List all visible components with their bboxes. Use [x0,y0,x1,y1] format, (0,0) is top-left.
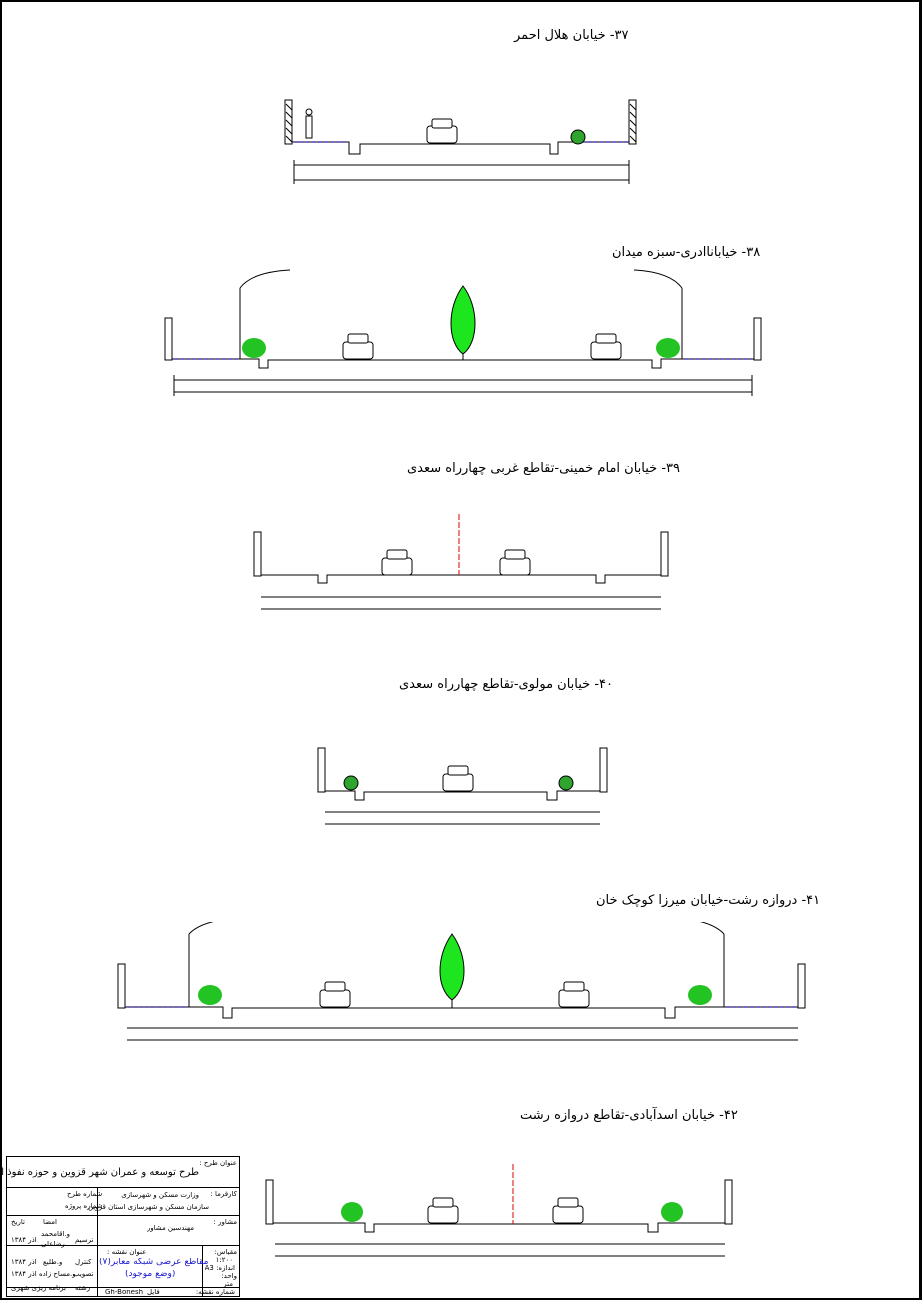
unit-label: واحد: [221,1273,237,1280]
section-41-drawing [117,922,806,1041]
pedestrian-icon [305,108,313,139]
car-icon [590,333,622,360]
cell-names: و.آقامحمد [41,1231,71,1238]
section-39-drawing [253,514,669,610]
car-icon [558,981,590,1008]
client-2: سازمان مسکن و شهرسازی استان قزوین [88,1204,209,1211]
project-title: طرح توسعه و عمران شهر قزوین و حوزه نفوذ … [0,1167,199,1178]
scale-value: ۱:۲۰۰ [215,1257,233,1264]
shrub-icon [661,1202,683,1222]
tree-icon [450,285,476,360]
scale-label: مقیاس: [214,1249,237,1256]
section-40-drawing [317,747,608,825]
cell-control: کنترل [75,1259,92,1266]
dimension-line [293,160,630,184]
cell-sign: امضا [43,1219,57,1226]
dimension-line [275,1243,725,1257]
dimension-line [173,375,753,396]
dimension-line [261,596,661,610]
sheet-no-label: شماره نقشه: [195,1289,235,1296]
sheet-title-label: عنوان نقشه : [107,1249,147,1256]
cell-draw: ترسیم [75,1237,94,1244]
car-icon [319,981,351,1008]
shrub-icon [343,775,359,791]
title-block: عنوان طرح : طرح توسعه و عمران شهر قزوین … [0,1156,240,1297]
cell-approve: تصویب [73,1271,94,1278]
car-icon [427,1197,459,1224]
cell-dept: برنامه ریزی شهری [11,1285,66,1292]
cell-d2: آذر ۱۳۸۴ [11,1259,37,1266]
shrub-icon [242,338,266,358]
tree-icon [439,933,465,1008]
cell-n1: و.طلیع [43,1259,63,1266]
shrub-icon [656,338,680,358]
cell-d3: آذر ۱۳۸۴ [11,1271,37,1278]
unit-value: متر [223,1281,233,1288]
cell-field: رشته [75,1285,91,1292]
client-1: وزارت مسکن و شهرسازی [121,1192,199,1199]
car-icon [426,118,458,144]
section-41-title: ۴۱- دروازه رشت-خیابان میرزا کوچک خان [596,893,821,908]
cell-n2: و.مساح زاده [39,1271,76,1278]
section-42-title: ۴۲- خیابان اسدآبادی-تقاطع دروازه رشت [520,1108,738,1123]
shrub-icon [570,129,586,145]
car-icon [552,1197,584,1224]
cell-d1: آذر ۱۳۸۴ [11,1237,37,1244]
dimension-line [127,1027,798,1041]
car-icon [499,549,531,576]
file-label: فایل [147,1289,160,1296]
car-icon [342,333,374,360]
section-38-title: ۳۸- خیاباناادری-سبزه میدان [612,245,761,260]
shrub-icon [198,985,222,1005]
file-name: Gh-Bonesh [105,1289,144,1296]
section-37-drawing [284,99,637,184]
section-39-title: ۳۹- خیابان امام خمینی-تقاطع غربی چهارراه… [407,461,680,476]
car-icon [381,549,413,576]
consultant-label: مشاور : [213,1219,237,1226]
section-42-drawing [265,1164,733,1257]
section-40-title: ۴۰- خیابان مولوی-تقاطع چهارراه سعدی [399,677,614,692]
project-no-2: شماره پروژه [65,1203,103,1210]
cell-date: تاریخ [11,1219,25,1226]
shrub-icon [558,775,574,791]
shrub-icon [341,1202,363,1222]
shrub-icon [688,985,712,1005]
project-label: عنوان طرح : [199,1160,237,1167]
sheet-title-2: (وضع موجود) [125,1270,176,1279]
car-icon [442,765,474,792]
sheet-title: مقاطع عرضی شبکه معابر(۷) [99,1258,209,1267]
cell-names2: رضاعلی [41,1241,65,1248]
section-38-drawing [164,269,762,396]
project-no: شماره طرح [67,1191,103,1198]
paper-size: اندازه: A3 [204,1265,235,1272]
client-label: کارفرما : [210,1191,237,1198]
consultant-name: مهندسین مشاور [146,1225,194,1232]
dimension-line [325,811,600,825]
section-37-ground [284,99,637,155]
section-37-title: ۳۷- خیابان هلال احمر [514,28,629,43]
